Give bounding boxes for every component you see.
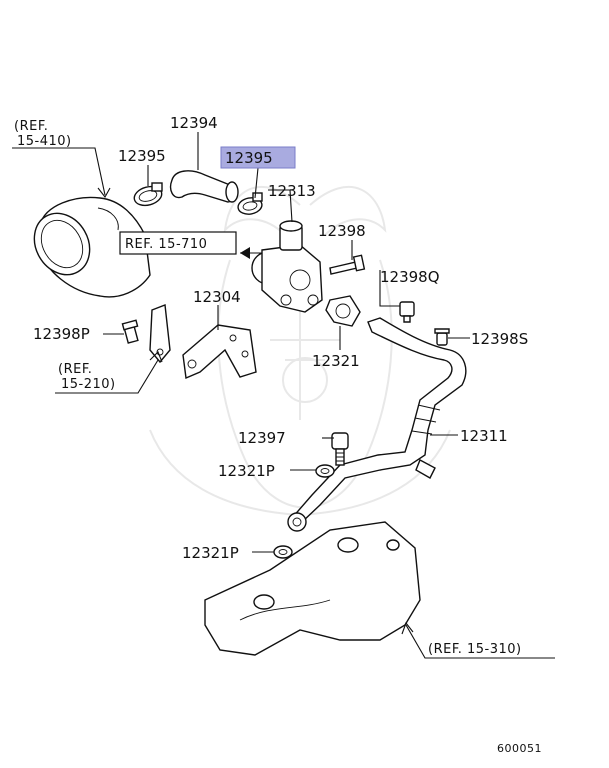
part-label-12397[interactable]: 12397 [238, 429, 286, 447]
exhaust-heat-shield [204, 521, 421, 656]
gasket-12321 [325, 295, 361, 327]
valve-assembly-12313 [251, 220, 323, 313]
part-label-12321P-upper[interactable]: 12321P [218, 462, 275, 480]
pipe-12311 [287, 317, 467, 532]
part-label-12313[interactable]: 12313 [268, 182, 316, 200]
hose-clamp-left [133, 182, 163, 207]
union-bolt-12397 [331, 432, 349, 466]
ref-15-710-box [119, 231, 237, 255]
ref-15-410-line2[interactable]: 15-410) [17, 134, 72, 149]
plate-15-210 [149, 304, 171, 364]
ref-15-210-line1[interactable]: (REF. [58, 362, 92, 377]
bolt-12398Q [399, 301, 415, 323]
part-label-12398Q[interactable]: 12398Q [380, 268, 440, 286]
diagram-code: 600051 [497, 742, 542, 755]
intake-elbow [33, 196, 151, 298]
ref-15-410-line1[interactable]: (REF. [14, 119, 48, 134]
part-label-12394[interactable]: 12394 [170, 114, 218, 132]
bolt-12398P [121, 319, 139, 344]
bracket-12304 [182, 324, 257, 380]
washer-12321P-upper [315, 464, 335, 478]
part-label-12395-highlighted[interactable]: 12395 [225, 149, 273, 167]
ref-15-710[interactable]: REF. 15-710 [125, 237, 207, 252]
part-label-12395-left[interactable]: 12395 [118, 147, 166, 165]
part-label-12311[interactable]: 12311 [460, 427, 508, 445]
ref-15-210-line2[interactable]: 15-210) [61, 377, 116, 392]
ref-15-310[interactable]: (REF. 15-310) [428, 642, 522, 657]
part-label-12398S[interactable]: 12398S [471, 330, 528, 348]
leader-lines [12, 132, 555, 659]
part-label-12398[interactable]: 12398 [318, 222, 366, 240]
part-label-12398P[interactable]: 12398P [33, 325, 90, 343]
hose-clamp-right [237, 192, 263, 215]
bolt-12398 [329, 254, 366, 275]
part-label-12321[interactable]: 12321 [312, 352, 360, 370]
bolt-12398S [434, 328, 450, 346]
washer-12321P-lower [273, 545, 293, 559]
hose-12394 [169, 170, 239, 203]
highlight-box-12395 [220, 146, 296, 169]
part-label-12304[interactable]: 12304 [193, 288, 241, 306]
part-label-12321P-lower[interactable]: 12321P [182, 544, 239, 562]
